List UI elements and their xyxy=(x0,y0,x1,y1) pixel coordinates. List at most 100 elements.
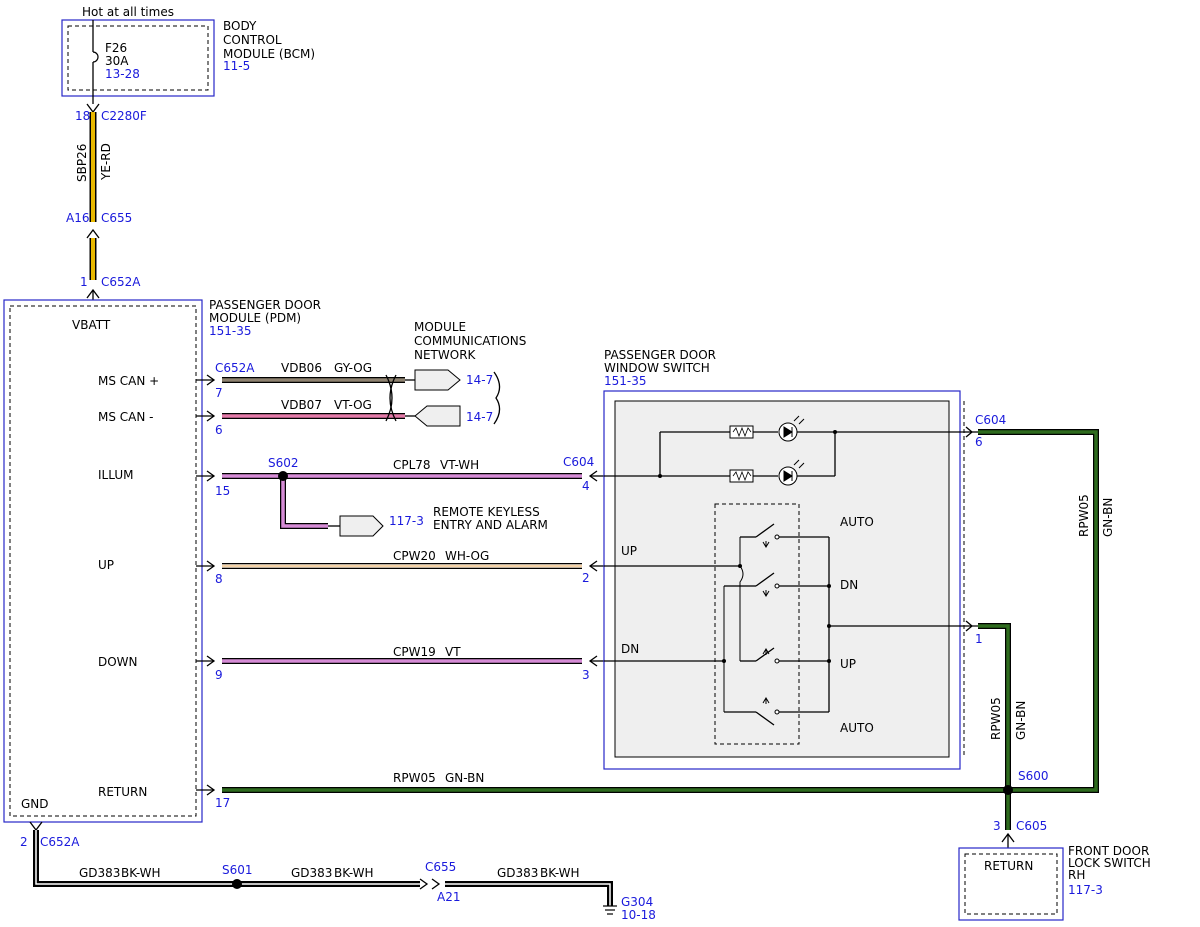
lock-switch-ref[interactable]: 117-3 xyxy=(1068,883,1103,897)
cpw19-color: VT xyxy=(445,645,461,659)
c2280f-pin: 18 xyxy=(75,109,90,123)
c605-name[interactable]: C605 xyxy=(1016,819,1047,833)
fuse-icon xyxy=(92,51,99,63)
rpw05-inner-circuit: RPW05 xyxy=(989,697,1003,740)
window-switch-ref[interactable]: 151-35 xyxy=(604,374,647,388)
g304-label[interactable]: G304 xyxy=(621,895,653,909)
c604-right-conn[interactable]: C604 xyxy=(975,413,1006,427)
ground-circuit: 2 C652A GD383 BK-WH S601 GD383 BK-WH C65… xyxy=(20,821,656,922)
c604-pin-1: 1 xyxy=(975,632,983,646)
switch-contact-up xyxy=(755,572,775,587)
c604-pin-6: 6 xyxy=(975,435,983,449)
pdm-illum-label: ILLUM xyxy=(98,468,133,482)
c604-pin-3: 3 xyxy=(582,668,590,682)
gd383-1-color: BK-WH xyxy=(121,866,161,880)
pdm-pin-illum: 15 xyxy=(215,484,230,498)
splice-s600-dot xyxy=(1003,785,1013,795)
switch-contact-auto-down xyxy=(755,711,775,726)
c604-illum-conn[interactable]: C604 xyxy=(563,455,594,469)
network-arrow-minus-icon xyxy=(414,405,461,427)
network-ref-minus[interactable]: 14-7 xyxy=(466,410,493,424)
rpw05-return-circuit: RPW05 xyxy=(393,771,436,785)
twisted-pair-icon xyxy=(385,374,393,422)
s601-label: S601 xyxy=(222,863,253,877)
pdm-ref[interactable]: 151-35 xyxy=(209,324,252,338)
network-arrow-plus-icon xyxy=(414,369,461,391)
connector-c652a-gnd-icon xyxy=(29,821,43,832)
pdm-pin-up: 8 xyxy=(215,572,223,586)
fuse-ref[interactable]: 13-28 xyxy=(105,67,140,81)
vdb07-circuit: VDB07 xyxy=(281,398,322,412)
g304-ref[interactable]: 10-18 xyxy=(621,908,656,922)
cpw20-color: WH-OG xyxy=(445,549,489,563)
rke-arrow-icon xyxy=(339,515,384,537)
pdm-return-label: RETURN xyxy=(98,785,147,799)
c2280f-name[interactable]: C2280F xyxy=(101,109,147,123)
down-wire: CPW19 VT 3 xyxy=(222,645,604,682)
gnd-conn[interactable]: C652A xyxy=(40,835,80,849)
pdm-up-label: UP xyxy=(98,558,114,572)
pdm-ms-can-minus-label: MS CAN - xyxy=(98,410,154,424)
connector-c655-gnd-icon xyxy=(419,878,429,890)
vdb06-circuit: VDB06 xyxy=(281,361,322,375)
bcm-ref[interactable]: 11-5 xyxy=(223,59,250,73)
gd383-3-circuit: GD383 xyxy=(497,866,538,880)
switch-up-contact: UP xyxy=(840,657,856,671)
pdm-gnd-label: GND xyxy=(21,797,49,811)
cpw19-circuit: CPW19 xyxy=(393,645,436,659)
splice-s602-dot xyxy=(278,471,288,481)
c655-gnd-conn[interactable]: C655 xyxy=(425,860,456,874)
c655-name[interactable]: C655 xyxy=(101,211,132,225)
sbp26-circuit: SBP26 xyxy=(75,144,89,182)
vdb07-color: VT-OG xyxy=(334,398,372,412)
gd383-2-circuit: GD383 xyxy=(291,866,332,880)
pdm-pin-can-plus: 7 xyxy=(215,386,223,400)
cpl78-circuit: CPL78 xyxy=(393,458,431,472)
lock-switch-return-label: RETURN xyxy=(984,859,1033,873)
switch-dn-label: DN xyxy=(621,642,639,656)
pdm-pin-return: 17 xyxy=(215,796,230,810)
switch-auto-top: AUTO xyxy=(840,515,874,529)
s600-label: S600 xyxy=(1018,769,1049,783)
pdm-vbatt-label: VBATT xyxy=(72,318,111,332)
c604-pin-2: 2 xyxy=(582,571,590,585)
bcm-top-label: Hot at all times xyxy=(82,5,174,19)
c604-pin-4: 4 xyxy=(582,479,590,493)
network-ref-plus[interactable]: 14-7 xyxy=(466,373,493,387)
c655-pin: A16 xyxy=(66,211,89,225)
switch-up-label: UP xyxy=(621,544,637,558)
pdm-pin-can-minus: 6 xyxy=(215,423,223,437)
pdm-down-label: DOWN xyxy=(98,655,138,669)
fuse-rating: 30A xyxy=(105,54,129,68)
return-wire: RPW05 GN-BN xyxy=(222,771,1008,793)
gnd-pin: 2 xyxy=(20,835,28,849)
fuse-name: F26 xyxy=(105,41,127,55)
rke-ref[interactable]: 117-3 xyxy=(389,514,424,528)
switch-auto-bottom: AUTO xyxy=(840,721,874,735)
cpw20-circuit: CPW20 xyxy=(393,549,436,563)
rpw05-outer-circuit: RPW05 xyxy=(1077,494,1091,537)
c652a-top-name[interactable]: C652A xyxy=(101,275,141,289)
connector-c655-icon xyxy=(86,228,100,239)
switch-dn-contact: DN xyxy=(840,578,858,592)
pdm-connector-chevrons xyxy=(196,374,216,796)
up-wire: CPW20 WH-OG 2 xyxy=(222,549,604,585)
c655-gnd-pin: A21 xyxy=(437,890,460,904)
c605-pin: 3 xyxy=(993,819,1001,833)
sbp26-color: YE-RD xyxy=(99,143,113,181)
rpw05-outer-color: GN-BN xyxy=(1101,498,1115,537)
pdm-connector-name[interactable]: C652A xyxy=(215,361,255,375)
rpw05-inner-color: GN-BN xyxy=(1014,701,1028,740)
upper-feed: 18 C2280F SBP26 YE-RD A16 C655 1 C652A xyxy=(66,103,147,300)
